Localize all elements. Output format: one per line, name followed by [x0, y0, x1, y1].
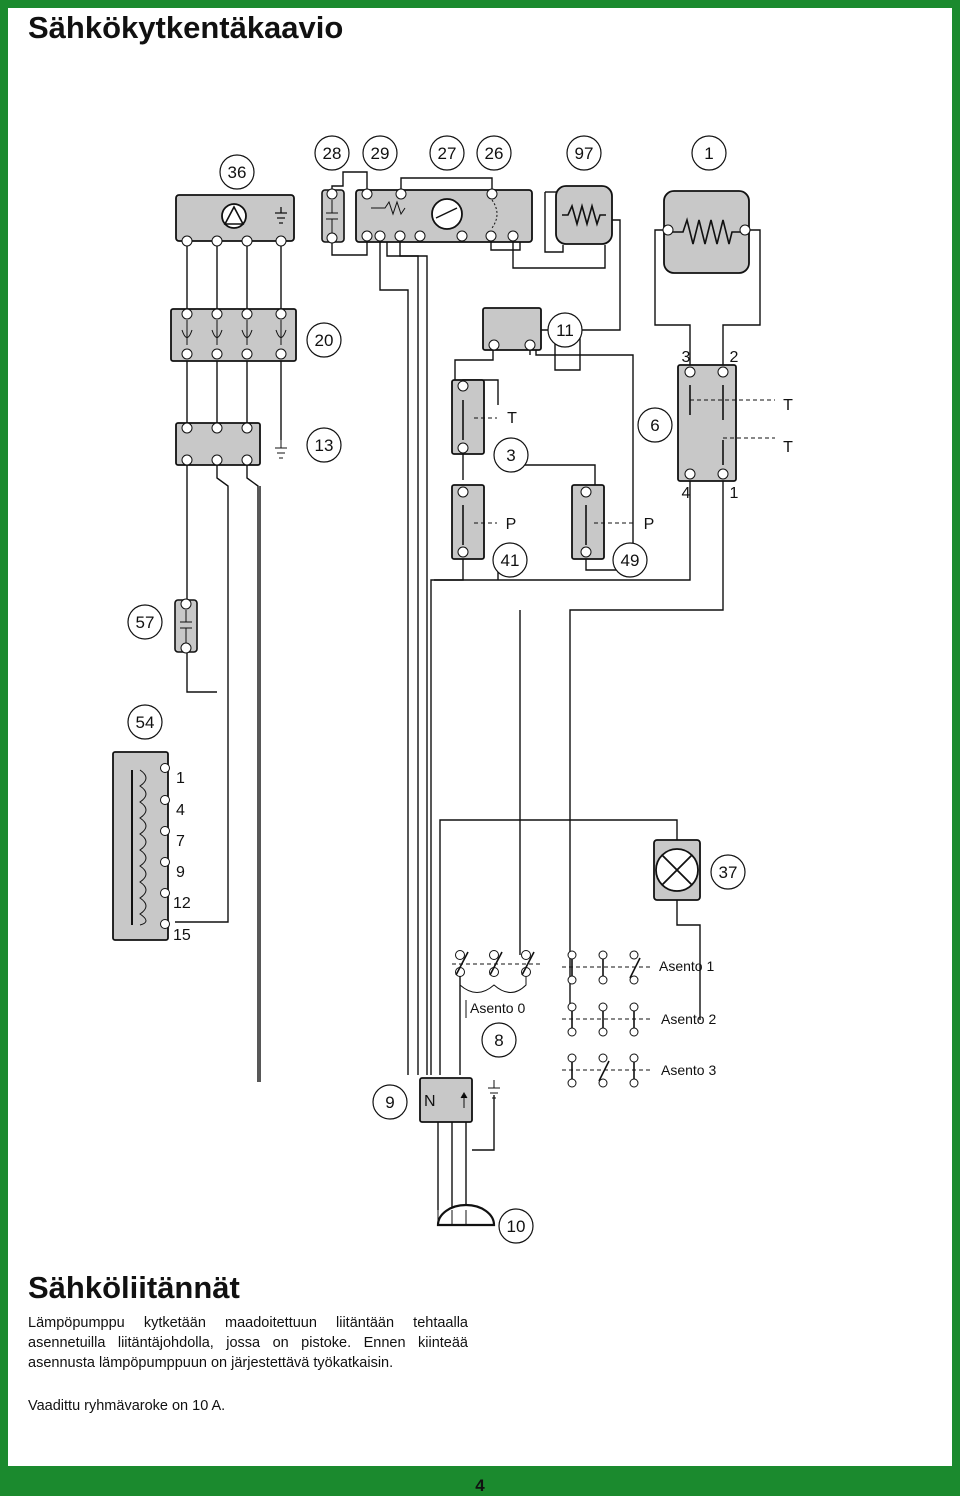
- component-11: [482, 307, 542, 351]
- component-number-97: 97: [575, 144, 594, 163]
- transformer-tap-12: 12: [173, 895, 191, 912]
- thermostat-symbol-6b: T: [783, 439, 793, 456]
- component-number-13: 13: [315, 436, 334, 455]
- transformer-tap-9: 9: [176, 864, 185, 881]
- component-number-circle: [492, 542, 528, 578]
- component-number-circle: [372, 1084, 408, 1120]
- switch-position-1: Asento 1: [659, 958, 714, 974]
- terminal-block-9: [419, 1077, 500, 1123]
- connector-block-20: [170, 308, 297, 362]
- component-number-circle: [498, 1208, 534, 1244]
- capacitor-28: [321, 188, 345, 244]
- section-title: Sähköliitännät: [28, 1270, 240, 1305]
- thermostat-6: [677, 364, 775, 482]
- compressor-block: [355, 188, 533, 243]
- component-number-36: 36: [228, 163, 247, 182]
- switch-position-2: Asento 2: [661, 1011, 716, 1027]
- paragraph-fuse: Vaadittu ryhmävaroke on 10 A.: [28, 1398, 226, 1414]
- transformer-tap-4: 4: [176, 802, 185, 819]
- component-number-27: 27: [438, 144, 457, 163]
- component-number-28: 28: [323, 144, 342, 163]
- page-number: 4: [475, 1476, 485, 1495]
- component-number-circle: [476, 135, 512, 171]
- diagram-text-labels: T T T P P 3 2 4 1 1 4 7 9 12 15 Asento 0…: [173, 349, 793, 1110]
- component-number-circle: [612, 542, 648, 578]
- capacitor-57: [174, 598, 198, 654]
- pressostat-symbol-41: P: [506, 516, 517, 533]
- connector-block-13: [175, 422, 287, 466]
- thermostat-terminal-2: 2: [730, 349, 739, 366]
- thermostat-terminal-1: 1: [730, 485, 739, 502]
- component-number-circle: [637, 407, 673, 443]
- switch-position-0: Asento 0: [470, 1000, 525, 1016]
- component-number-circle: [691, 135, 727, 171]
- circulation-pump: [175, 194, 295, 247]
- component-number-1: 1: [704, 144, 713, 163]
- component-number-10: 10: [507, 1217, 526, 1236]
- indicator-lamp-37: [653, 839, 701, 901]
- component-number-circle: [493, 437, 529, 473]
- component-number-circle: [306, 322, 342, 358]
- component-number-3: 3: [506, 446, 515, 465]
- main-switch-8: [452, 950, 650, 1088]
- transformer-tap-1: 1: [176, 770, 185, 787]
- component-number-circle: [219, 154, 255, 190]
- paragraph-connection: Lämpöpumppu kytketään maadoitettuun liit…: [28, 1315, 468, 1371]
- component-number-circle: [127, 704, 163, 740]
- pressostat-41: [451, 484, 497, 560]
- footer-bar: [0, 1470, 960, 1496]
- thermostat-terminal-4: 4: [682, 485, 691, 502]
- heater-97: [555, 185, 613, 245]
- neutral-label: N: [424, 1093, 436, 1110]
- thermostat-3: [451, 379, 497, 455]
- component-number-circle: [362, 135, 398, 171]
- component-number-circle: [429, 135, 465, 171]
- transformer-tap-7: 7: [176, 833, 185, 850]
- component-number-54: 54: [136, 713, 155, 732]
- component-number-20: 20: [315, 331, 334, 350]
- switch-position-3: Asento 3: [661, 1062, 716, 1078]
- wires: [175, 171, 761, 1210]
- component-number-11: 11: [556, 321, 574, 340]
- transformer-tap-15: 15: [173, 927, 191, 944]
- plug-10: [436, 1203, 496, 1227]
- thermostat-symbol-6a: T: [783, 397, 793, 414]
- component-number-circle: [710, 854, 746, 890]
- pressostat-symbol-49: P: [644, 516, 655, 533]
- component-number-9: 9: [385, 1093, 394, 1112]
- page-title: Sähkökytkentäkaavio: [28, 10, 344, 45]
- component-number-circle: [127, 604, 163, 640]
- component-number-circle: [314, 135, 350, 171]
- component-number-41: 41: [501, 551, 520, 570]
- heater-1: [662, 190, 751, 274]
- pressostat-49: [571, 484, 635, 560]
- component-number-circle: [306, 427, 342, 463]
- component-number-29: 29: [371, 144, 390, 163]
- component-number-57: 57: [136, 613, 155, 632]
- component-number-circle: [547, 312, 583, 348]
- component-number-49: 49: [621, 551, 640, 570]
- thermostat-symbol-3: T: [507, 410, 517, 427]
- component-number-8: 8: [494, 1031, 503, 1050]
- component-number-26: 26: [485, 144, 504, 163]
- transformer-54: [112, 751, 170, 941]
- component-number-6: 6: [650, 416, 659, 435]
- component-number-37: 37: [719, 863, 738, 882]
- thermostat-terminal-3: 3: [682, 349, 691, 366]
- component-number-circle: [481, 1022, 517, 1058]
- component-number-circle: [566, 135, 602, 171]
